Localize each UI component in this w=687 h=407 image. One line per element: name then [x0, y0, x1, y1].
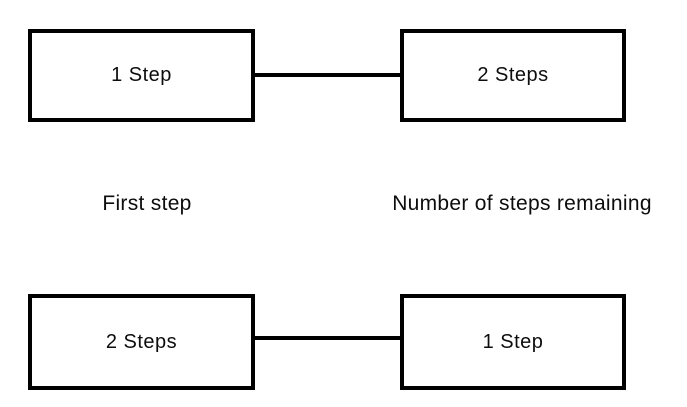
step-box-bottom-right: 1 Step: [400, 294, 626, 390]
connector-line-bottom: [255, 336, 400, 340]
step-box-label: 1 Step: [482, 330, 544, 353]
caption-first-step: First step: [102, 192, 192, 215]
step-box-top-right: 2 Steps: [400, 29, 626, 122]
step-box-label: 1 Step: [111, 64, 172, 86]
step-box-top-left: 1 Step: [28, 29, 255, 122]
step-box-bottom-left: 2 Steps: [28, 294, 255, 390]
caption-steps-remaining: Number of steps remaining: [392, 192, 652, 215]
step-box-label: 2 Steps: [477, 64, 549, 86]
step-box-label: 2 Steps: [105, 330, 178, 353]
connector-line-top: [255, 73, 400, 77]
